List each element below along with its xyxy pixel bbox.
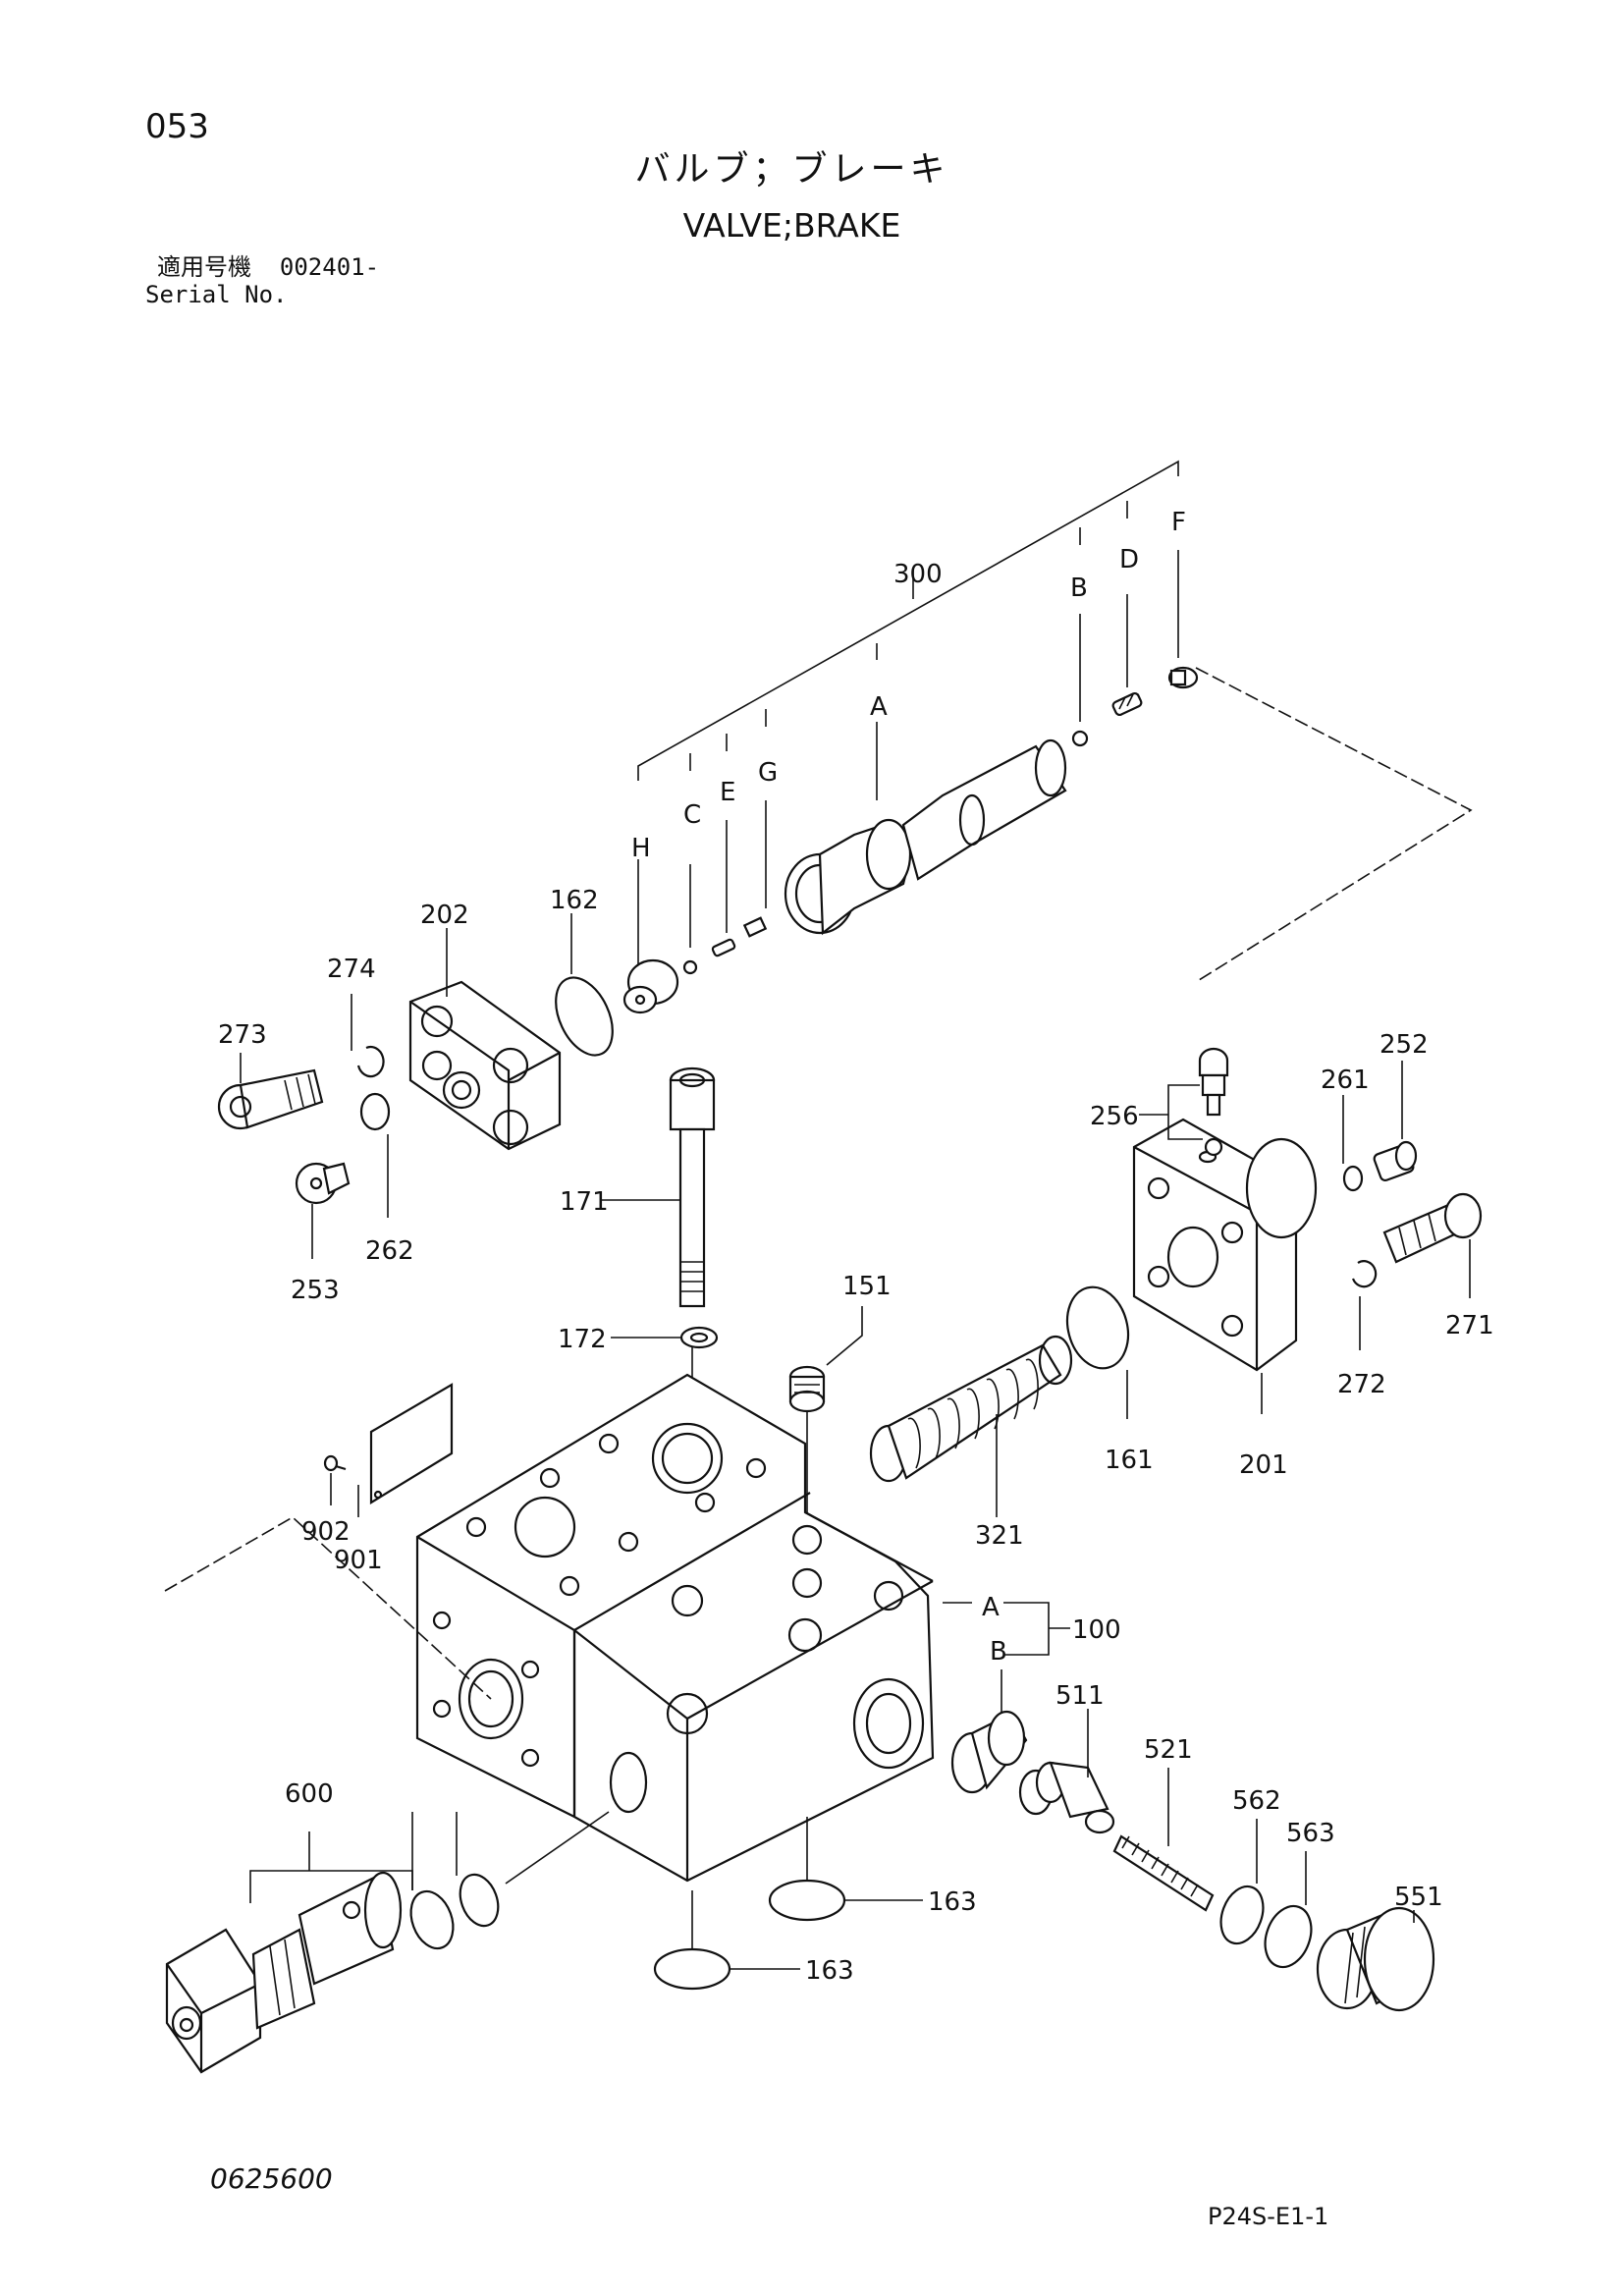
serial-range: 適用号機 002401- xyxy=(157,255,379,279)
oring-163-right xyxy=(768,1879,846,1922)
callout-172: 172 xyxy=(558,1325,607,1354)
bolt-171 xyxy=(669,1066,716,1308)
page-number: 053 xyxy=(145,107,209,146)
oring-161 xyxy=(1065,1285,1130,1370)
plug-G xyxy=(742,916,768,938)
fitting-256 xyxy=(1198,1047,1229,1157)
callout-256: 256 xyxy=(1090,1102,1139,1131)
callout-A-top: A xyxy=(870,692,888,722)
callout-151: 151 xyxy=(842,1272,892,1301)
washer-172 xyxy=(679,1326,719,1349)
spring-521 xyxy=(1112,1834,1215,1912)
page-code: P24S-E1-1 xyxy=(1208,2203,1329,2230)
rivet-902 xyxy=(323,1454,347,1472)
callout-C: C xyxy=(683,800,701,830)
callout-163-right: 163 xyxy=(928,1887,977,1917)
callout-511: 511 xyxy=(1055,1681,1105,1711)
callout-261: 261 xyxy=(1321,1066,1370,1095)
oring-262 xyxy=(359,1092,391,1131)
callout-G: G xyxy=(758,758,778,788)
title-english: VALVE;BRAKE xyxy=(682,206,901,245)
callout-252: 252 xyxy=(1380,1030,1429,1060)
callout-521: 521 xyxy=(1144,1735,1193,1765)
callout-F: F xyxy=(1171,508,1186,537)
valve-body-100 xyxy=(415,1373,935,1883)
serial-label-en: Serial No. xyxy=(145,281,288,308)
callout-274: 274 xyxy=(327,955,376,984)
ball-B xyxy=(1071,730,1089,747)
callout-162: 162 xyxy=(550,886,599,915)
ball-C xyxy=(682,959,698,975)
oring-261 xyxy=(1342,1165,1364,1192)
oring-163-left xyxy=(653,1947,731,1991)
callout-H: H xyxy=(631,834,651,863)
bolt-273 xyxy=(217,1068,324,1130)
callout-A-100: A xyxy=(982,1593,1000,1622)
callout-271: 271 xyxy=(1445,1311,1494,1340)
serial-value: 002401- xyxy=(279,253,380,281)
callout-262: 262 xyxy=(365,1236,414,1266)
serial-label-jp: 適用号機 xyxy=(157,253,251,281)
oring-562 xyxy=(1219,1885,1265,1945)
callout-D: D xyxy=(1119,545,1139,574)
oring-162 xyxy=(555,976,614,1057)
callout-202: 202 xyxy=(420,901,469,930)
cover-202 xyxy=(408,980,562,1151)
snap-ring-274 xyxy=(356,1045,385,1078)
callout-563: 563 xyxy=(1286,1819,1335,1848)
callout-163-left: 163 xyxy=(805,1956,854,1986)
poppet-511 xyxy=(1018,1761,1115,1834)
spring-E xyxy=(711,938,736,957)
fitting-F xyxy=(1167,666,1199,689)
oring-600b xyxy=(459,1873,500,1928)
callout-321: 321 xyxy=(975,1521,1024,1551)
spool-300-part xyxy=(784,738,1067,936)
bolt-271 xyxy=(1382,1192,1483,1264)
callout-B-100: B xyxy=(990,1637,1007,1667)
title-japanese: バルブ；ブレーキ xyxy=(634,149,949,190)
plug-253 xyxy=(295,1162,351,1205)
callout-600: 600 xyxy=(285,1779,334,1809)
sleeve-100B xyxy=(950,1710,1028,1794)
plug-H xyxy=(622,958,679,1014)
drawing-number: 0625600 xyxy=(210,2162,333,2195)
callout-B-top: B xyxy=(1070,574,1088,603)
plug-151 xyxy=(788,1365,826,1413)
callout-901: 901 xyxy=(334,1546,383,1575)
callout-161: 161 xyxy=(1105,1446,1154,1475)
callout-551: 551 xyxy=(1394,1883,1443,1912)
oring-563 xyxy=(1264,1904,1313,1969)
callout-562: 562 xyxy=(1232,1786,1281,1816)
callout-E: E xyxy=(720,778,735,807)
callout-201: 201 xyxy=(1239,1450,1288,1480)
plug-252 xyxy=(1373,1140,1418,1182)
name-plate-901 xyxy=(369,1383,454,1504)
snap-ring-272 xyxy=(1351,1260,1378,1288)
callout-100: 100 xyxy=(1072,1615,1121,1645)
oring-600a xyxy=(409,1889,455,1950)
plug-551 xyxy=(1316,1906,1435,2012)
spring-321 xyxy=(869,1335,1073,1483)
cover-201 xyxy=(1132,1118,1318,1372)
callout-171: 171 xyxy=(560,1187,609,1217)
callout-273: 273 xyxy=(218,1020,267,1050)
callout-272: 272 xyxy=(1337,1370,1386,1399)
assembly-300-leaders xyxy=(637,460,1473,983)
spring-D xyxy=(1111,691,1143,717)
callout-253: 253 xyxy=(291,1276,340,1305)
callout-300: 300 xyxy=(893,560,943,589)
relief-valve-600 xyxy=(165,1871,403,2074)
